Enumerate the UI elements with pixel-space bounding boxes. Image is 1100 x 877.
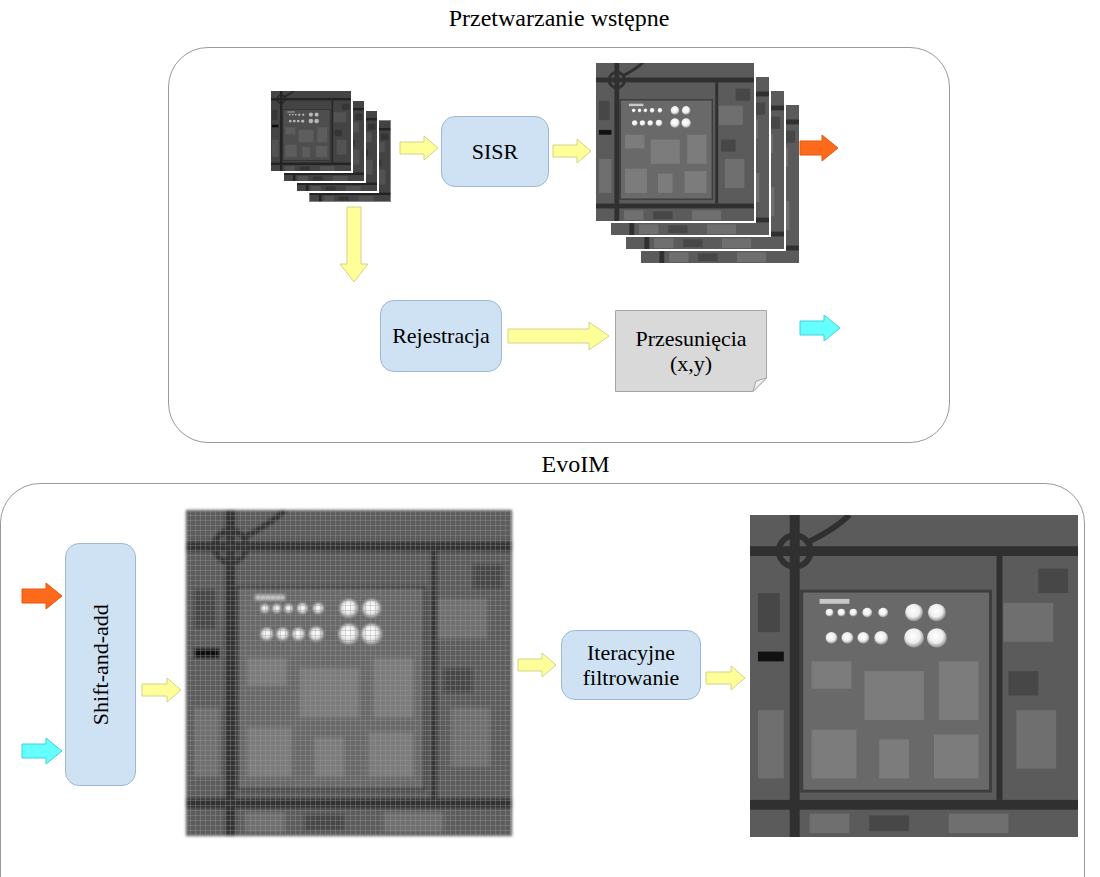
panel-heading: Przetwarzanie wstępne bbox=[169, 4, 949, 33]
panel-heading: EvoIM bbox=[34, 450, 1100, 479]
box-label: Iteracyjne filtrowanie bbox=[572, 640, 690, 691]
box-label: Rejestracja bbox=[392, 323, 490, 348]
flow-arrow bbox=[400, 136, 438, 160]
box-label: Przesunięcia (x,y) bbox=[626, 326, 756, 377]
box-label: Shift-and-add bbox=[88, 604, 113, 725]
process-box: SISR bbox=[441, 116, 549, 187]
flow-arrow bbox=[518, 653, 556, 677]
orange-arrow bbox=[22, 583, 62, 609]
note-fold bbox=[753, 378, 767, 392]
box-label: SISR bbox=[472, 139, 518, 164]
flow-arrows bbox=[142, 136, 745, 702]
fused-image bbox=[186, 510, 512, 836]
cyan-arrow bbox=[800, 315, 840, 341]
flow-arrow bbox=[508, 322, 609, 350]
flow-arrow bbox=[706, 666, 745, 690]
orange-arrows bbox=[22, 135, 838, 609]
flow-arrow bbox=[553, 139, 591, 163]
grid-artifacts bbox=[186, 510, 512, 836]
fused-image bbox=[186, 510, 512, 836]
image-shade bbox=[270, 90, 352, 172]
note-body bbox=[616, 311, 767, 392]
process-panel: Przetwarzanie wstępneSISRRejestracjaPrze… bbox=[168, 47, 950, 443]
image-frame bbox=[270, 90, 352, 172]
process-box: Iteracyjne filtrowanie bbox=[561, 630, 701, 700]
process-box: Shift-and-add bbox=[65, 543, 136, 786]
input-stack bbox=[270, 90, 391, 202]
process-box: Rejestracja bbox=[380, 300, 502, 372]
input-image bbox=[270, 90, 352, 172]
process-panel: EvoIMShift-and-addIteracyjne filtrowanie bbox=[0, 483, 1085, 877]
flow-arrow bbox=[142, 678, 181, 702]
orange-arrow bbox=[800, 135, 838, 161]
final-image bbox=[750, 515, 1078, 837]
image-frame bbox=[595, 62, 755, 222]
cyan-arrow bbox=[22, 738, 62, 764]
note-shape: Przesunięcia (x,y) bbox=[615, 310, 767, 392]
upscaled-stack bbox=[595, 62, 800, 264]
upscaled-image bbox=[595, 62, 755, 222]
flow-arrow bbox=[340, 207, 368, 282]
